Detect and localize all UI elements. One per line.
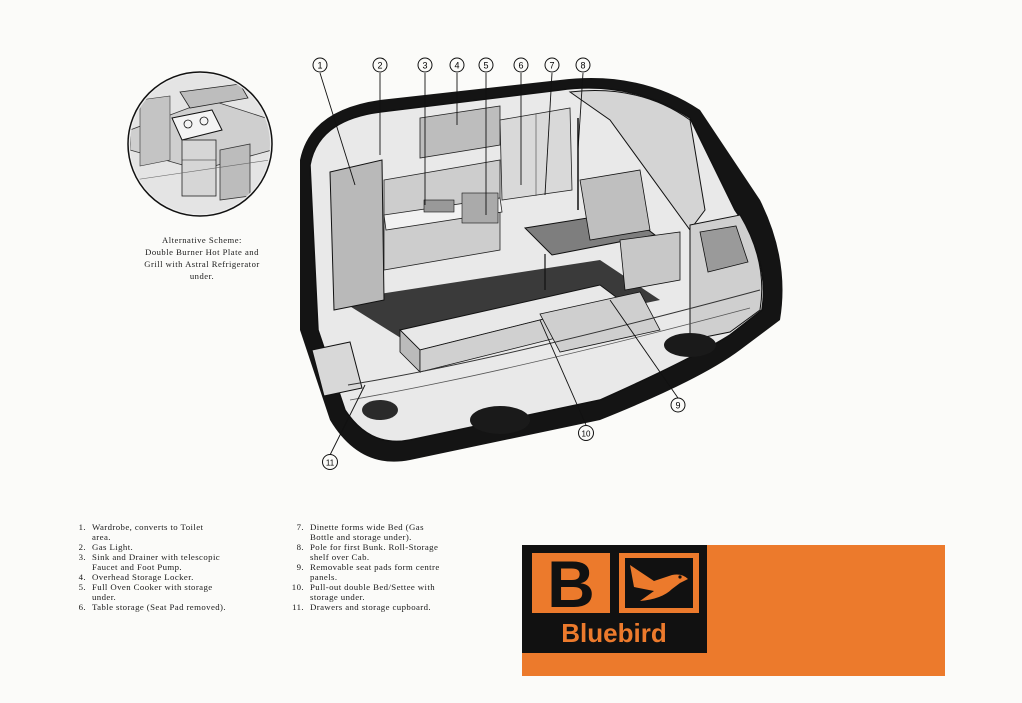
alternative-scheme-inset	[127, 71, 273, 217]
caption-line: under.	[189, 271, 215, 281]
callout-3: 3	[417, 57, 433, 73]
bluebird-logo: B Bluebird	[522, 545, 707, 653]
caption-line: Double Burner Hot Plate and	[145, 247, 259, 257]
bird-icon	[625, 558, 693, 608]
callout-6: 6	[513, 57, 529, 73]
callout-leaders	[319, 72, 679, 456]
callout-2: 2	[372, 57, 388, 73]
caption-line: Alternative Scheme:	[162, 235, 242, 245]
svg-text:10: 10	[582, 430, 591, 439]
callout-4: 4	[449, 57, 465, 73]
callout-10: 10	[578, 425, 594, 441]
svg-text:7: 7	[549, 61, 554, 71]
svg-text:4: 4	[454, 61, 459, 71]
svg-text:3: 3	[422, 61, 427, 71]
logo-wordmark: Bluebird	[561, 618, 666, 648]
callout-5: 5	[478, 57, 494, 73]
callout-7: 7	[544, 57, 560, 73]
van-body	[309, 87, 765, 443]
callout-1: 1	[312, 57, 328, 73]
svg-text:6: 6	[518, 61, 523, 71]
legend-item: 11.Drawers and storage cupboard.	[292, 602, 432, 612]
svg-text:9: 9	[675, 401, 680, 411]
legend-item: 2.Gas Light.	[78, 542, 134, 552]
caravan-cutaway-illustration: 1 2 3 4 5 6 7 8 9 10 11	[127, 57, 783, 470]
svg-text:1: 1	[317, 61, 322, 71]
legend-item: 4.Overhead Storage Locker.	[78, 572, 194, 582]
legend-item: 6.Table storage (Seat Pad removed).	[78, 602, 226, 612]
callout-11: 11	[322, 454, 338, 470]
callout-9: 9	[670, 397, 686, 413]
svg-text:2: 2	[377, 61, 382, 71]
svg-text:8: 8	[580, 61, 585, 71]
caption-line: Grill with Astral Refrigerator	[144, 259, 260, 269]
svg-text:11: 11	[326, 459, 335, 468]
inset-caption: Alternative Scheme: Double Burner Hot Pl…	[126, 234, 278, 282]
logo-letter: B	[547, 547, 595, 621]
svg-text:5: 5	[483, 61, 488, 71]
callout-8: 8	[575, 57, 591, 73]
